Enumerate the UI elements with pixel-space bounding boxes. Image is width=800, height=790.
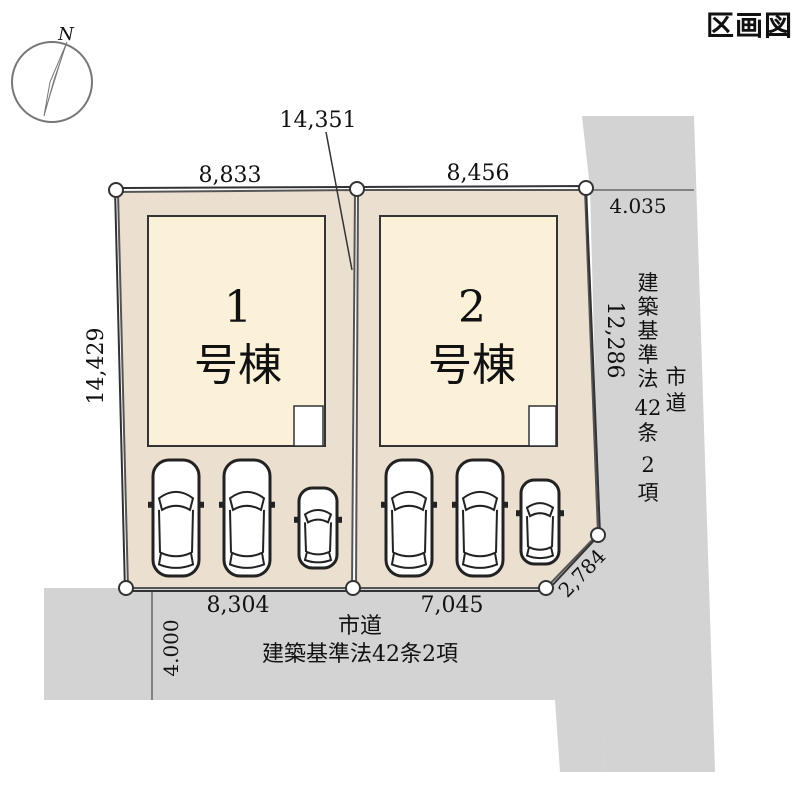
compass: N (11, 24, 93, 123)
east-road-regulation-char: 建 (638, 271, 659, 295)
dim-lot2-bottom: 7,045 (421, 593, 484, 618)
east-road-name-char-2: 道 (666, 391, 687, 415)
east-road-name-char-1: 市 (666, 365, 687, 389)
south-road-name: 市道 (338, 614, 382, 639)
east-road-regulation-char: 準 (638, 343, 659, 367)
east-road-regulation-char: 築 (638, 295, 659, 319)
car-icon (219, 458, 275, 578)
lot-1-number: 1 (224, 282, 252, 333)
dim-lot1-bottom: 8,304 (207, 593, 270, 618)
lot-2-porch (528, 405, 557, 447)
east-road-regulation: 建築基準法 42条 2 項 (635, 271, 662, 505)
parking-spaces (148, 458, 564, 578)
boundary-marker (538, 580, 554, 596)
overall-width-leader (325, 131, 353, 271)
east-road-regulation-char: 2 (641, 453, 654, 477)
lot-1-porch (293, 405, 324, 447)
east-road (582, 116, 715, 772)
dim-lot1-left: 14,429 (84, 328, 109, 405)
east-road-regulation-char: 42 (635, 396, 662, 420)
compass-needle-outline (43, 41, 68, 117)
compact-car-icon (294, 486, 342, 570)
boundary-marker (345, 580, 361, 596)
east-road-regulation-char: 基 (638, 319, 659, 343)
boundary-marker (590, 527, 606, 543)
east-road-regulation-char: 法 (638, 367, 659, 391)
dim-overall-width: 14,351 (280, 108, 357, 133)
lot-2-number: 2 (458, 282, 486, 333)
boundary-marker (349, 181, 365, 197)
dim-lot1-top: 8,833 (199, 163, 262, 188)
south-road-regulation: 建築基準法42条2項 (262, 642, 458, 667)
compass-needle-icon (44, 42, 67, 116)
car-icon (148, 458, 204, 578)
boundary-markers (108, 180, 606, 596)
lot-2-building (379, 215, 558, 447)
lot-2-label: 号棟 (428, 340, 516, 391)
site-boundary (113, 184, 602, 592)
dim-east-road-width: 4.035 (609, 194, 666, 218)
car-icon (452, 458, 508, 578)
boundary-marker (578, 180, 594, 196)
boundary-marker (108, 182, 124, 198)
compass-north-label: N (57, 24, 75, 45)
south-road (44, 534, 605, 772)
dim-lot2-top: 8,456 (447, 161, 510, 186)
east-road-regulation-char: 項 (638, 481, 659, 505)
compact-car-icon (516, 478, 564, 566)
east-road-regulation-char: 条 (638, 421, 659, 445)
compass-circle (11, 41, 93, 123)
lot-1-label: 号棟 (194, 340, 282, 391)
page-title: 区画図 (706, 9, 794, 42)
boundary-marker (118, 580, 134, 596)
dim-lot2-right: 12,286 (602, 302, 627, 379)
car-icon (381, 458, 437, 578)
dim-south-road-width: 4.000 (159, 619, 183, 676)
